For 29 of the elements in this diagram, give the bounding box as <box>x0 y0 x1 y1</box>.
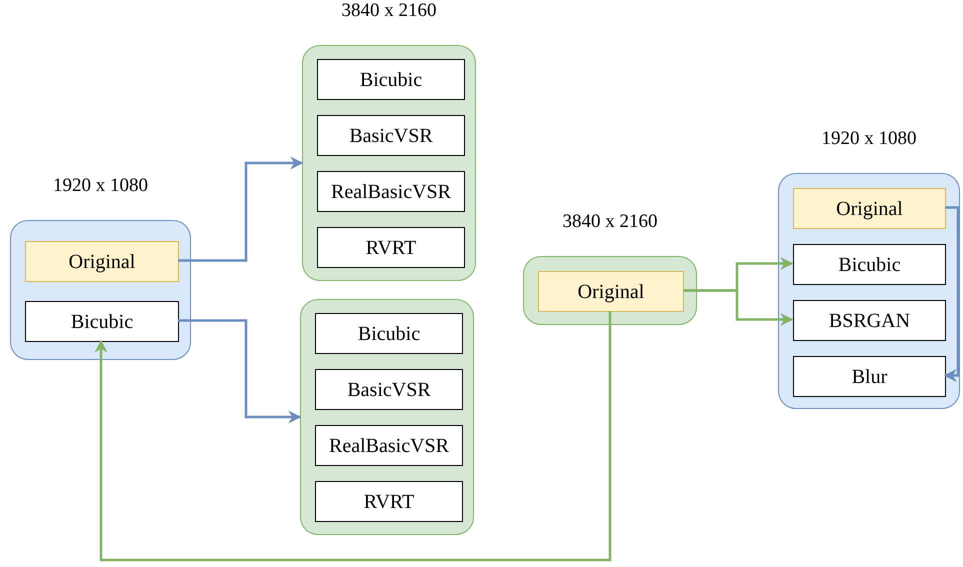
group-box <box>302 45 476 281</box>
arrow <box>683 289 794 326</box>
resolution-label: 1920 x 1080 <box>822 129 916 148</box>
process-box: Original <box>538 271 684 312</box>
process-box: Original <box>25 241 179 282</box>
arrow <box>94 311 612 562</box>
process-box: BSRGAN <box>793 300 946 341</box>
resolution-label: 1920 x 1080 <box>53 176 148 195</box>
process-box: RealBasicVSR <box>315 425 463 466</box>
process-box: RVRT <box>315 481 463 522</box>
group-box <box>778 173 960 409</box>
resolution-label: 3840 x 2160 <box>562 212 658 231</box>
process-box: Bicubic <box>317 59 465 100</box>
process-box: BasicVSR <box>315 369 463 410</box>
group-box <box>523 256 697 325</box>
arrow <box>178 319 302 424</box>
arrow <box>944 206 960 382</box>
process-box: Bicubic <box>793 244 946 285</box>
process-box: RVRT <box>317 227 465 268</box>
arrow <box>178 156 304 262</box>
process-box: Bicubic <box>315 313 463 354</box>
process-box: Bicubic <box>25 301 179 342</box>
resolution-label: 3840 x 2160 <box>342 1 436 20</box>
group-box <box>10 220 191 360</box>
group-box <box>300 299 474 535</box>
process-box: RealBasicVSR <box>317 171 465 212</box>
process-box: Blur <box>793 356 946 397</box>
process-box: BasicVSR <box>317 115 465 156</box>
process-box: Original <box>793 188 946 229</box>
